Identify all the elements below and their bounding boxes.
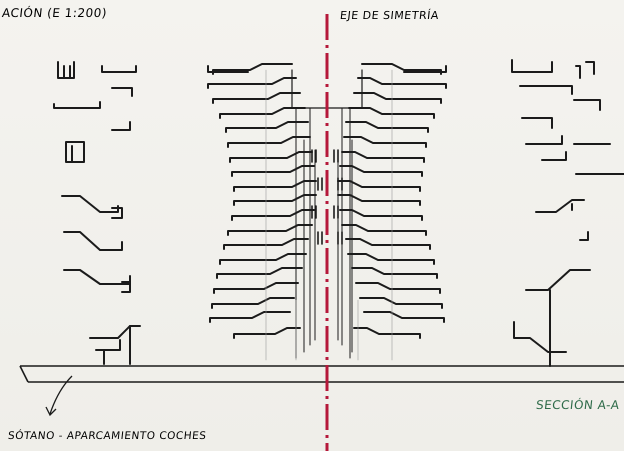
left-unit-line [63,65,71,79]
floor-plate-right [351,267,438,279]
floor-plate-right [353,92,442,104]
floor-plate-left [219,253,307,265]
floor-plate-left [219,107,306,119]
right-unit-line [513,321,567,353]
core-stair-mark [337,177,343,191]
left-unit-line [53,101,101,109]
left-unit-line [101,65,137,73]
right-unit-line [573,99,601,111]
floor-plate-left [211,297,295,309]
left-unit-line [63,269,131,285]
floor-plate-right [341,224,427,236]
floor-plate-right [357,77,447,89]
floor-plate-right [355,282,441,294]
floor-plate-left [231,165,315,177]
right-unit-line [541,151,567,161]
floor-plate-right [353,327,421,339]
floor-plate-left [229,151,313,163]
floor-plate-right [339,165,423,177]
left-unit-line [103,325,131,365]
floor-plate-right [341,151,425,163]
floor-plate-right [343,136,427,148]
floor-plate-right [339,209,423,221]
left-unit-line [95,339,121,351]
right-unit-line [575,61,595,79]
floor-plate-left [227,224,313,236]
floor-plate-right [337,180,421,192]
right-unit-line [535,199,585,213]
left-unit-line [89,325,141,339]
floor-plate-left [212,92,301,104]
floor-plate-right [345,121,429,133]
core-stair-mark [311,205,317,219]
left-unit-line [121,281,131,293]
floor-plate-left [231,209,315,221]
drawing-title: ACIÓN (E 1:200) [1,6,108,20]
floor-plate-left [227,136,311,148]
right-unit-line [511,59,553,73]
floor-plate-left [209,311,291,323]
core-stair-mark [317,177,323,191]
top-cap-right [403,65,447,73]
floor-plate-left [216,267,303,279]
left-unit-line [111,87,133,97]
floor-plate-left [233,194,317,206]
floor-plate-left [225,121,309,133]
left-unit-line [65,141,85,163]
core-stair-mark [311,149,317,163]
core-stair-mark [333,205,339,219]
drawing-linework [53,59,624,367]
symmetry-axis-label: EJE DE SIMETRÍA [339,9,440,22]
basement-label: SÓTANO - APARCAMIENTO COCHES [7,430,208,442]
floor-plate-left [233,327,301,339]
floor-plate-right [363,311,445,323]
left-unit-line [63,231,123,251]
core-stair-mark [333,149,339,163]
floor-plate-left [213,282,299,294]
core-stair-mark [337,231,343,245]
floor-plate-right [359,297,443,309]
ground-slab [19,365,624,383]
left-unit-line [111,121,131,131]
curved-arrow-icon [45,375,73,417]
right-unit-line [519,85,573,95]
floor-plate-right [337,194,421,206]
floor-plate-left [233,180,317,192]
floor-plate-right [348,107,435,119]
floor-plate-left [207,77,297,89]
right-unit-line [521,117,553,129]
floor-plate-right [347,253,435,265]
left-unit-line [61,195,119,213]
right-unit-line [525,135,611,145]
right-unit-line [579,231,589,241]
left-unit-line [111,207,123,219]
left-unit-line [57,61,75,79]
top-cap-left [207,65,249,73]
floor-plate-right [345,238,431,250]
right-unit-line [525,269,591,291]
section-label: SECCIÓN A-A [535,398,621,412]
core-stair-mark [317,231,323,245]
floor-plate-left [223,238,309,250]
